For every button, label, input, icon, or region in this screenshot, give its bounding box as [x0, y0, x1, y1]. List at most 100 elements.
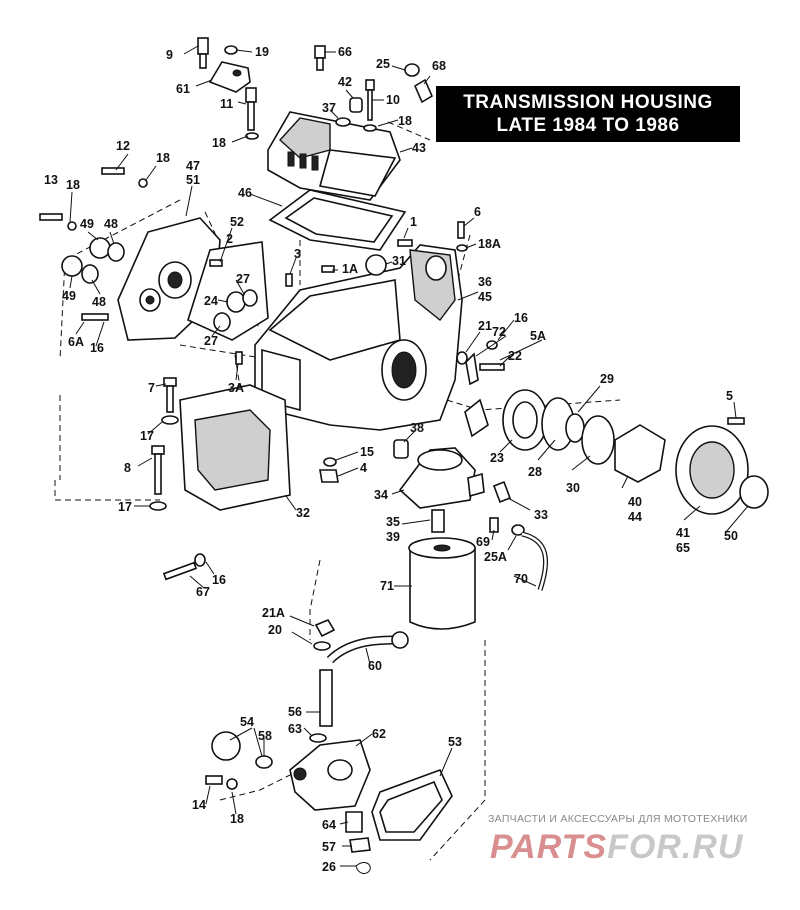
callout-65: 65 — [676, 541, 690, 555]
callout-45: 45 — [478, 290, 492, 304]
dowel-1A — [321, 265, 335, 273]
callout-36: 36 — [478, 275, 492, 289]
callout-67: 67 — [196, 585, 210, 599]
seal-49-lower — [61, 255, 83, 277]
bolt-7-head — [163, 377, 177, 387]
bearing-27-upper — [242, 289, 258, 307]
bolt-12 — [101, 167, 125, 175]
bolt-7 — [166, 385, 174, 413]
screw-66 — [314, 45, 326, 59]
callout-63: 63 — [288, 722, 302, 736]
seal-49-upper — [89, 237, 111, 259]
bolt-6A — [81, 313, 109, 321]
washer-18A — [456, 244, 468, 252]
callout-18-pump: 18 — [230, 812, 244, 826]
bolt-9-shank — [199, 53, 207, 69]
callout-20: 20 — [268, 623, 282, 637]
bearing-27 — [213, 312, 231, 332]
callout-22: 22 — [508, 349, 522, 363]
sensor-42 — [349, 97, 363, 113]
washer-18-pump — [226, 778, 238, 790]
gasket-46-inner — [284, 197, 394, 243]
bottom-plate-32 — [179, 384, 291, 511]
watermark-logo-part2: FOR.RU — [607, 828, 744, 866]
callout-18-left-upper: 18 — [156, 151, 170, 165]
title-line-2: LATE 1984 TO 1986 — [496, 115, 680, 136]
callout-7: 7 — [148, 381, 155, 395]
washer-18-left-upper — [138, 178, 148, 188]
clip-26 — [355, 862, 371, 874]
callout-6: 6 — [474, 205, 481, 219]
fitting-69 — [489, 517, 499, 533]
callout-24: 24 — [204, 294, 218, 308]
callout-27-lower: 27 — [204, 334, 218, 348]
dowel-2 — [209, 259, 223, 267]
washer-18-left-lower — [67, 221, 77, 231]
callout-41: 41 — [676, 526, 690, 540]
callout-9: 9 — [166, 48, 173, 62]
callout-2: 2 — [226, 232, 233, 246]
callout-25: 25 — [376, 57, 390, 71]
callout-29: 29 — [600, 372, 614, 386]
nut-50 — [739, 475, 769, 509]
callout-13: 13 — [44, 173, 58, 187]
callout-6A: 6A — [68, 335, 84, 349]
callout-18-top: 18 — [212, 136, 226, 150]
bearing-40 — [614, 424, 666, 483]
callout-26: 26 — [322, 860, 336, 874]
washer-15 — [323, 457, 337, 467]
callout-16-right: 16 — [514, 311, 528, 325]
callout-8: 8 — [124, 461, 131, 475]
callout-5: 5 — [726, 389, 733, 403]
bolt-14 — [205, 775, 223, 785]
clamp-25A — [511, 524, 525, 536]
callout-23: 23 — [490, 451, 504, 465]
callout-1: 1 — [410, 215, 417, 229]
cover-43 — [267, 111, 401, 201]
filter-adapter-34 — [398, 447, 485, 509]
washer-21 — [456, 351, 468, 365]
bolt-11-shank — [247, 101, 255, 131]
callout-43: 43 — [412, 141, 426, 155]
fitting-33 — [492, 480, 512, 504]
transmission-housing-36 — [254, 244, 463, 431]
callout-18-right-top: 18 — [398, 114, 412, 128]
callout-16-left: 16 — [90, 341, 104, 355]
screw-6 — [457, 221, 465, 239]
callout-50: 50 — [724, 529, 738, 543]
callout-62: 62 — [372, 727, 386, 741]
callout-70: 70 — [514, 572, 528, 586]
callout-52: 52 — [230, 215, 244, 229]
callout-47: 47 — [186, 159, 200, 173]
callout-35: 35 — [386, 515, 400, 529]
dowel-3 — [285, 273, 293, 287]
callout-17-upper: 17 — [140, 429, 154, 443]
callout-32: 32 — [296, 506, 310, 520]
callout-53: 53 — [448, 735, 462, 749]
gasket-52 — [187, 241, 269, 341]
bracket-61 — [208, 61, 251, 93]
bearing-23-inner — [512, 401, 538, 439]
washer-20 — [313, 641, 331, 651]
oring-63 — [309, 733, 327, 743]
watermark-logo-part1: PARTS — [490, 828, 608, 866]
callout-48-lower: 48 — [92, 295, 106, 309]
callout-64: 64 — [322, 818, 336, 832]
callout-40: 40 — [628, 495, 642, 509]
stud-10 — [367, 89, 373, 121]
callout-71: 71 — [380, 579, 394, 593]
callout-33: 33 — [534, 508, 548, 522]
callout-69: 69 — [476, 535, 490, 549]
callout-18A: 18A — [478, 237, 501, 251]
lever-72 — [465, 352, 479, 386]
callout-56: 56 — [288, 705, 302, 719]
title-line-1: TRANSMISSION HOUSING — [463, 92, 713, 113]
gasket-53-inner — [379, 780, 443, 833]
callout-60: 60 — [368, 659, 382, 673]
screw-5 — [727, 417, 745, 425]
callout-labels: 9 19 61 66 25 68 42 10 11 37 18 18 43 12… — [44, 45, 738, 874]
callout-18-left-lower: 18 — [66, 178, 80, 192]
washer-17-upper — [161, 415, 179, 425]
bolt-22 — [479, 363, 505, 371]
callout-66: 66 — [338, 45, 352, 59]
